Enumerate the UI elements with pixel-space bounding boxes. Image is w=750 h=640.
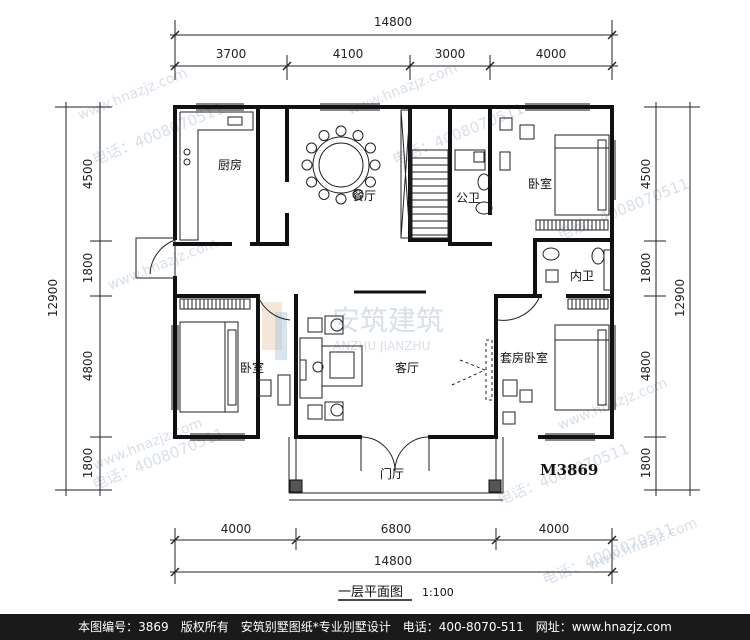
- dim-left-segment: 4800: [81, 351, 95, 382]
- dim-top-total: 14800: [374, 15, 412, 29]
- dining-chair-icon: [364, 142, 376, 154]
- footer-site[interactable]: 网址：www.hnazjz.com: [535, 620, 672, 634]
- room-label-foyer: 门厅: [380, 466, 404, 481]
- watermark-site: www.hnazjz.com: [76, 65, 190, 124]
- dining-chair-icon: [301, 159, 313, 171]
- logo-mark-icon: [262, 302, 282, 350]
- dimension-labels: 14800 3700 4100 3000 4000 4000 6800 4000…: [46, 15, 687, 568]
- watermark-logo: 安筑建筑: [332, 304, 444, 337]
- dim-left-total: 12900: [46, 279, 60, 317]
- room-label-dining: 餐厅: [352, 188, 376, 203]
- dim-bottom-total: 14800: [374, 554, 412, 568]
- room-label-bedroom-ne: 卧室: [528, 176, 552, 191]
- dimension-ticks: [170, 30, 617, 577]
- dim-top-segment: 4000: [536, 47, 567, 61]
- room-label-inner-bath: 内卫: [570, 269, 594, 283]
- room-label-public-bath: 公卫: [456, 191, 480, 205]
- tv-wall: [451, 339, 493, 401]
- dining-chair-icon: [352, 188, 364, 200]
- watermark-logo-pinyin: ANZHU JIANZHU: [333, 339, 430, 353]
- footer-phone: 电话：400-8070-511: [402, 620, 524, 634]
- walls: [173, 105, 614, 439]
- suite-door: [257, 295, 541, 321]
- room-label-suite: 套房卧室: [500, 350, 548, 365]
- staircase: [400, 109, 449, 239]
- dining-chair-icon: [335, 193, 347, 205]
- bed-suite-icon: [502, 324, 610, 425]
- column-icon: [289, 479, 303, 493]
- room-label-living: 客厅: [395, 360, 419, 375]
- dim-right-total: 12900: [673, 279, 687, 317]
- logo-mark-icon: [275, 312, 287, 360]
- bed-west-icon: [179, 321, 291, 413]
- dim-left-segment: 1800: [81, 253, 95, 284]
- plan-scale: 1:100: [422, 586, 454, 599]
- wardrobe-suite: [567, 298, 609, 310]
- footer-brand: 安筑别墅图纸*专业别墅设计: [240, 620, 391, 634]
- plan-code: M3869: [540, 461, 598, 479]
- footer-rights: 版权所有: [180, 620, 229, 634]
- dim-left-segment: 4500: [81, 159, 95, 190]
- dining-chair-icon: [306, 142, 318, 154]
- public-bath-fixtures: [454, 149, 493, 215]
- dining-chair-icon: [352, 130, 364, 142]
- dining-chair-icon: [318, 188, 330, 200]
- dim-right-segment: 4800: [639, 351, 653, 382]
- kitchen-fittings: [179, 111, 254, 241]
- watermark-phone: 电话：4008070511: [555, 174, 692, 243]
- dim-top-segment: 4100: [333, 47, 364, 61]
- dim-bottom-segment: 4000: [539, 522, 570, 536]
- dim-top-segment: 3700: [216, 47, 247, 61]
- dining-table-icon: [301, 125, 381, 205]
- column-icon: [488, 479, 502, 493]
- room-labels: 厨房 餐厅 公卫 卧室 内卫 卧室 客厅 套房卧室 门厅: [218, 157, 594, 481]
- footer-bar: 本图编号：3869 版权所有 安筑别墅图纸*专业别墅设计 电话：400-8070…: [0, 614, 750, 640]
- dim-right-segment: 4500: [639, 159, 653, 190]
- dim-right-segment: 1800: [639, 448, 653, 479]
- room-label-bedroom-w: 卧室: [240, 360, 264, 375]
- inner-bath-fixtures: [542, 247, 613, 291]
- dining-chair-icon: [335, 125, 347, 137]
- watermark-site: www.hnazjz.com: [586, 515, 700, 574]
- dim-left-segment: 1800: [81, 448, 95, 479]
- dining-chair-icon: [306, 176, 318, 188]
- wardrobe-west: [179, 298, 251, 310]
- dim-bottom-segment: 4000: [221, 522, 252, 536]
- bed-ne-icon: [499, 117, 610, 216]
- dim-right-segment: 1800: [639, 253, 653, 284]
- dining-chair-icon: [364, 176, 376, 188]
- front-porch: [288, 436, 504, 501]
- dining-chair-icon: [318, 130, 330, 142]
- floor-plan: 电话：4008070511 电话：4008070511 电话：400807051…: [46, 15, 700, 601]
- sofa-set-icon: [299, 315, 363, 421]
- dim-bottom-segment: 6800: [381, 522, 412, 536]
- watermark-layer: 电话：4008070511 电话：4008070511 电话：400807051…: [76, 60, 700, 589]
- footer-code: 本图编号：3869: [78, 620, 169, 634]
- dining-chair-icon: [369, 159, 381, 171]
- dimension-lines: [55, 20, 700, 584]
- wardrobe-ne: [535, 219, 609, 231]
- dim-top-segment: 3000: [435, 47, 466, 61]
- side-door: [135, 237, 176, 279]
- plan-title: 一层平面图: [338, 585, 403, 600]
- room-label-kitchen: 厨房: [218, 157, 242, 172]
